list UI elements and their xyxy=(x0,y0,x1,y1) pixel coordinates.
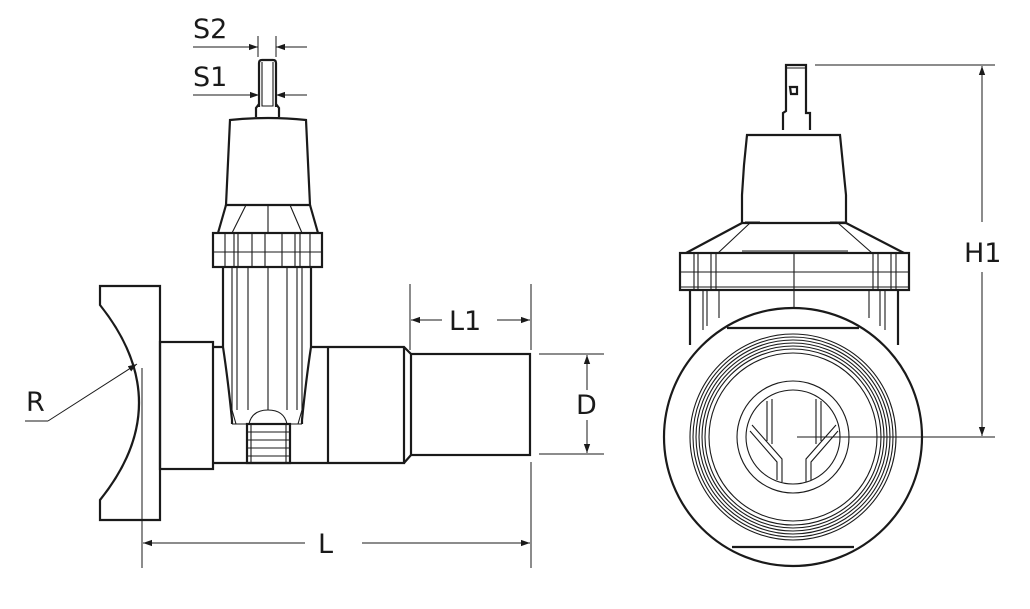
label-l1: L1 xyxy=(449,306,481,337)
stem-tube xyxy=(221,267,313,424)
label-s2: S2 xyxy=(193,14,227,45)
label-h1: H1 xyxy=(964,238,1001,269)
dimension-l1: L1 xyxy=(409,284,532,350)
dimension-s2: S2 xyxy=(193,14,307,57)
stem-cone xyxy=(216,204,320,234)
label-r: R xyxy=(26,387,45,418)
bonnet xyxy=(740,133,848,225)
dimension-s1: S1 xyxy=(193,62,307,99)
body-main xyxy=(213,345,412,465)
label-l: L xyxy=(318,529,333,560)
dimension-d: D xyxy=(539,353,604,455)
dimension-h1: H1 xyxy=(797,64,1001,438)
stem-ring xyxy=(211,231,324,269)
front-view: H1 xyxy=(662,63,1001,568)
spigot xyxy=(409,352,532,457)
side-view: S2 S1 L1 D R L xyxy=(25,14,604,568)
stem-nut xyxy=(245,422,292,465)
label-s1: S1 xyxy=(193,62,227,93)
stem-tip xyxy=(257,58,278,107)
dimension-l: L xyxy=(141,368,532,568)
dimension-r: R xyxy=(25,363,138,422)
body-block-left xyxy=(158,340,215,471)
spindle-top xyxy=(781,63,812,130)
stem-cap xyxy=(224,116,312,207)
label-d: D xyxy=(576,390,597,421)
saddle-flange xyxy=(98,284,162,522)
